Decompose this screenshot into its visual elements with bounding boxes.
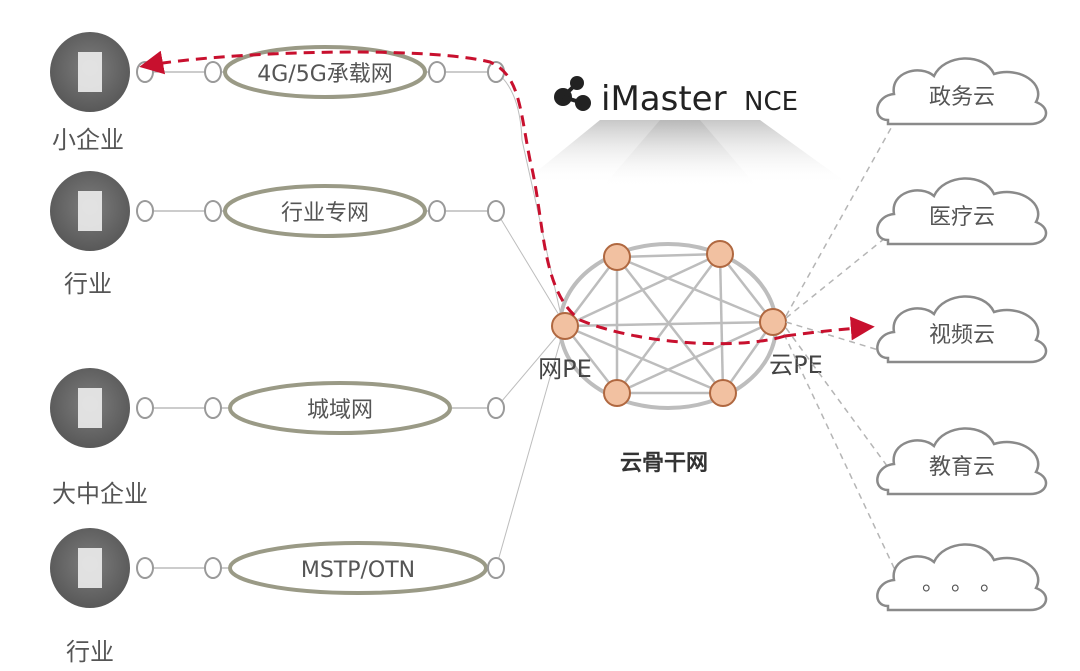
backbone-label: 云骨干网: [620, 451, 708, 476]
cloud-node: 政务云: [876, 57, 1048, 126]
cloud-icon: [876, 177, 1048, 246]
cloud-node: 教育云: [876, 427, 1048, 496]
backbone-nodes: [551, 240, 787, 407]
service-arrow-to-video: [784, 316, 875, 341]
network-label: 4G/5G承载网: [257, 62, 393, 87]
cloud-label: 教育云: [929, 455, 995, 480]
cloud-pe-label: 云PE: [769, 351, 823, 379]
cloud-label: 政务云: [929, 85, 995, 110]
cloud-icon: [876, 543, 1048, 612]
net-pe-node: [551, 312, 579, 340]
cloud-label: 医疗云: [929, 205, 995, 230]
cloud-icon: [876, 295, 1048, 364]
cloud-icon: [876, 57, 1048, 126]
brand-name-suffix: NCE: [744, 87, 798, 117]
site-label: 行业: [64, 270, 112, 298]
network-ellipse: [228, 381, 452, 435]
cloud-node: 医疗云: [876, 177, 1048, 246]
access-row-1: 4G/5G承载网 小企业: [50, 32, 505, 154]
network-label: MSTP/OTN: [301, 558, 415, 583]
cloud-node: 。 。 。: [876, 543, 1048, 612]
network-label: 行业专网: [281, 201, 369, 226]
cloud-icon: [876, 427, 1048, 496]
site-label: 小企业: [52, 126, 124, 154]
router-node: [706, 240, 734, 268]
network-ellipse: [228, 541, 488, 595]
router-node: [709, 379, 737, 407]
brand-name-main: iMaster: [601, 79, 727, 119]
backbone-mesh: [564, 252, 775, 395]
cloud-links: [783, 111, 901, 571]
router-node: [603, 379, 631, 407]
cloud-backbone: 网PE 云PE 云骨干网: [538, 240, 823, 476]
imaster-logo: iMaster NCE: [554, 76, 798, 119]
nce-beam: [520, 120, 850, 190]
cloud-label: 。 。 。: [922, 571, 1002, 596]
cloud-node: 视频云: [876, 295, 1048, 364]
cloud-label: 视频云: [929, 323, 995, 348]
router-node: [603, 243, 631, 271]
access-row-2: 行业专网 行业: [50, 171, 505, 298]
site-label: 行业: [66, 638, 114, 666]
imaster-logo-icon: [554, 76, 591, 111]
network-ellipse: [223, 184, 427, 238]
access-uplinks: [495, 71, 563, 569]
network-ellipse: [223, 45, 427, 99]
site-label: 大中企业: [52, 480, 148, 508]
service-path: [139, 50, 786, 346]
access-row-3: 城域网 大中企业: [50, 368, 505, 508]
access-row-4: MSTP/OTN 行业: [50, 528, 505, 666]
network-label: 城域网: [307, 398, 373, 423]
cloud-pe-node: [759, 308, 787, 336]
net-pe-label: 网PE: [538, 355, 592, 383]
